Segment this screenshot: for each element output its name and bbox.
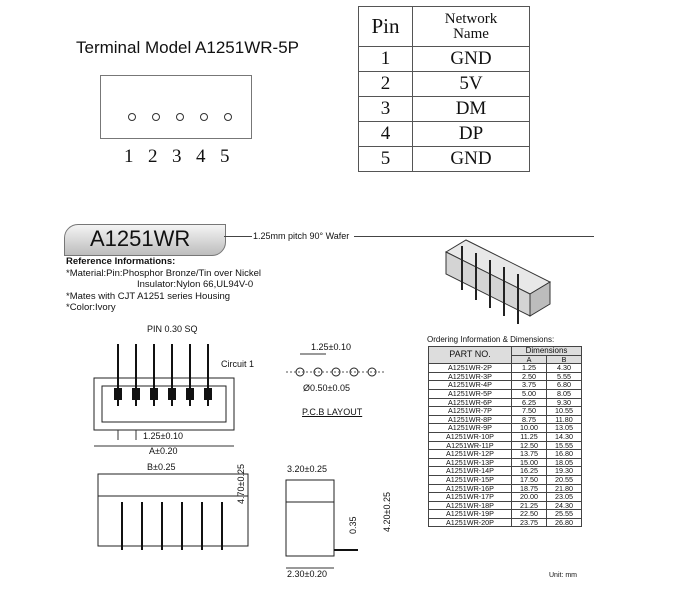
pitch-note: 1.25mm pitch 90° Wafer	[253, 231, 350, 241]
part-number-cell: A1251WR-15P	[428, 474, 512, 485]
side-height-dim: 4.20±0.25	[382, 492, 392, 532]
pcb-pitch-dim: 1.25±0.10	[311, 342, 351, 352]
part-number-cell: A1251WR-12P	[428, 449, 512, 459]
side-width-dim: 3.20±0.25	[287, 464, 327, 474]
pin-number: 4	[196, 146, 206, 167]
pin-cell: 5	[358, 146, 413, 172]
model-banner	[64, 224, 226, 256]
name-cell: 5V	[412, 71, 530, 97]
pin-hole	[152, 113, 160, 121]
reference-heading: Reference Informations:	[66, 256, 176, 267]
front-view-drawing	[93, 344, 235, 447]
dimension-b-cell: 14.30	[546, 431, 582, 442]
a-dimension: A±0.20	[149, 446, 178, 456]
pin-cell: 4	[358, 121, 413, 147]
connector-3d-illustration	[444, 239, 552, 324]
name-cell: DM	[412, 96, 530, 122]
dimensions-header: Dimensions	[511, 346, 582, 356]
network-name-header: Network Name	[412, 6, 530, 47]
dimension-b-cell: 4.30	[546, 363, 582, 373]
dimension-b-cell: 20.55	[546, 474, 582, 485]
part-number-cell: A1251WR-5P	[428, 388, 512, 399]
b-dimension: B±0.25	[147, 462, 176, 472]
unit-label: Unit: mm	[549, 572, 577, 579]
pin-hole	[200, 113, 208, 121]
name-cell: GND	[412, 46, 530, 72]
dimension-b-cell: 23.05	[546, 492, 582, 502]
pin-number: 5	[220, 146, 230, 167]
front-pitch-dim: 1.25±0.10	[143, 431, 183, 441]
part-number-cell: A1251WR-20P	[428, 517, 512, 528]
name-cell: GND	[412, 146, 530, 172]
pin-number: 3	[172, 146, 182, 167]
part-no-header: PART NO.	[428, 345, 512, 365]
height-dimension: 4.70±0.25	[236, 464, 246, 504]
terminal-title: Terminal Model A1251WR-5P	[76, 38, 299, 57]
pin-cell: 3	[358, 96, 413, 122]
dimension-a-cell: 17.50	[511, 474, 547, 485]
dimension-a-cell: 20.00	[511, 492, 547, 502]
name-cell: DP	[412, 121, 530, 147]
pin-column-header: Pin	[358, 6, 413, 47]
dimension-a-cell: 7.50	[511, 406, 547, 416]
bottom-view-drawing	[97, 473, 249, 550]
side-view-drawing	[285, 479, 358, 569]
dimension-a-cell: 5.00	[511, 388, 547, 399]
pin-sq-label: PIN 0.30 SQ	[147, 324, 198, 334]
pin-hole	[128, 113, 136, 121]
part-number-cell: A1251WR-17P	[428, 492, 512, 502]
dimension-a-cell: 1.25	[511, 363, 547, 373]
part-number-cell: A1251WR-10P	[428, 431, 512, 442]
dimension-b-cell: 26.80	[546, 517, 582, 528]
circuit-label: Circuit 1	[221, 359, 255, 369]
pin-hole	[176, 113, 184, 121]
dimension-b-cell: 10.55	[546, 406, 582, 416]
dimension-a-cell: 11.25	[511, 431, 547, 442]
pcb-layout-drawing	[286, 353, 384, 377]
pin-cell: 1	[358, 46, 413, 72]
pin-hole	[224, 113, 232, 121]
terminal-pin-diagram	[100, 75, 252, 139]
pin-number: 2	[148, 146, 158, 167]
pin-thickness-dim: 0.35	[348, 516, 358, 534]
pin-number: 1	[124, 146, 134, 167]
bottom-dim: 2.30±0.20	[287, 569, 327, 579]
dimension-a-cell: 13.75	[511, 449, 547, 459]
reference-info: Reference Informations: *Material:Pin:Ph…	[66, 256, 262, 314]
dimension-b-cell: 16.80	[546, 449, 582, 459]
banner-line	[354, 236, 594, 237]
dimension-b-cell: 8.05	[546, 388, 582, 399]
pcb-hole-dim: Ø0.50±0.05	[303, 383, 350, 393]
banner-line	[224, 236, 252, 237]
model-banner-text: A1251WR	[90, 226, 191, 251]
dimension-a-cell: 23.75	[511, 517, 547, 528]
part-number-cell: A1251WR-2P	[428, 363, 512, 373]
pcb-layout-label: P.C.B LAYOUT	[302, 407, 363, 417]
part-number-cell: A1251WR-7P	[428, 406, 512, 416]
ordering-title: Ordering Information & Dimensions:	[427, 335, 555, 344]
pin-cell: 2	[358, 71, 413, 97]
